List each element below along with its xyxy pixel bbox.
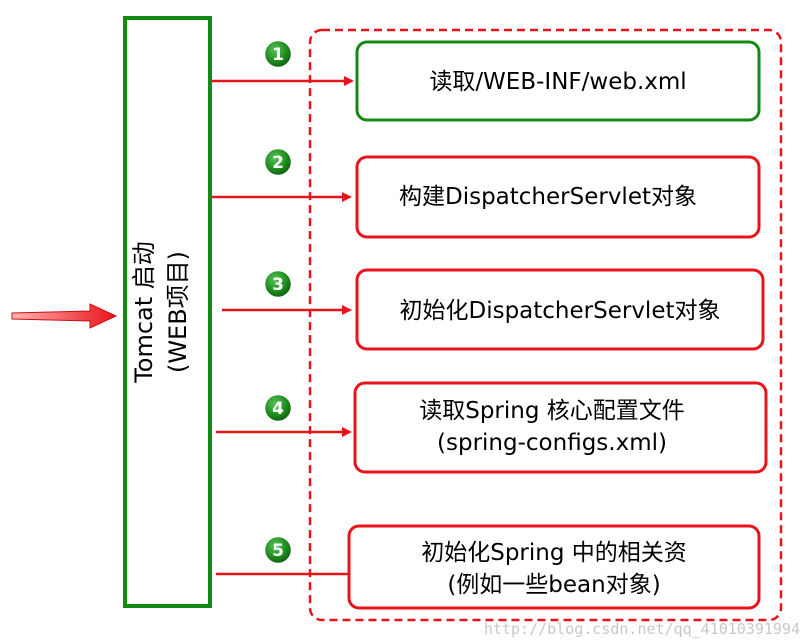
step-4-box-border xyxy=(353,381,768,474)
step-2-label: 构建DispatcherServlet对象 xyxy=(399,184,697,210)
step-5-label-line2: (例如一些bean对象) xyxy=(447,572,660,598)
step-5-label-line1: 初始化Spring 中的相关资 xyxy=(421,540,687,566)
step-2-box-border xyxy=(355,155,761,239)
step-4-box: 读取Spring 核心配置文件 (spring-configs.xml) xyxy=(353,381,768,474)
step-3-number: 3 xyxy=(272,275,284,295)
step-3-badge: 3 xyxy=(262,268,294,300)
step-1-box-border xyxy=(355,40,761,122)
step-2-badge-circle xyxy=(262,146,294,178)
step-2-number: 2 xyxy=(272,153,284,173)
step-4-badge-circle xyxy=(262,392,294,424)
step-arrows xyxy=(212,76,358,579)
step-3-box: 初始化DispatcherServlet对象 xyxy=(355,268,765,351)
watermark-text: http://blog.csdn.net/qq_41010391994 xyxy=(484,620,800,638)
steps-dashed-group xyxy=(308,28,783,622)
step-1-number: 1 xyxy=(272,45,284,65)
step-4-label-line2: (spring-configs.xml) xyxy=(437,430,667,456)
step-1-badge: 1 xyxy=(262,38,294,70)
step-5-badge: 5 xyxy=(262,534,294,566)
web-project-label: (WEB项目) xyxy=(164,251,192,373)
step-2-badge: 2 xyxy=(262,146,294,178)
step-1-box: 读取/WEB-INF/web.xml xyxy=(355,40,761,122)
step-1-badge-circle xyxy=(262,38,294,70)
step-3-label: 初始化DispatcherServlet对象 xyxy=(399,298,720,324)
step-1-label: 读取/WEB-INF/web.xml xyxy=(429,69,686,95)
step-4-label-line1: 读取Spring 核心配置文件 xyxy=(419,398,685,424)
step-5-badge-circle xyxy=(262,534,294,566)
step-2-box: 构建DispatcherServlet对象 xyxy=(355,155,761,239)
tomcat-start-box-border xyxy=(123,16,212,608)
tomcat-start-box: Tomcat 启动 (WEB项目) xyxy=(123,16,212,608)
step-5-number: 5 xyxy=(272,541,284,561)
tomcat-start-label: Tomcat 启动 xyxy=(130,241,158,384)
step-5-box-border xyxy=(347,524,761,610)
step-5-box: 初始化Spring 中的相关资 (例如一些bean对象) xyxy=(347,524,761,610)
step-4-badge: 4 xyxy=(262,392,294,424)
step-3-badge-circle xyxy=(262,268,294,300)
entry-arrow xyxy=(11,303,118,329)
step-4-number: 4 xyxy=(272,399,284,419)
step-3-box-border xyxy=(355,268,765,351)
